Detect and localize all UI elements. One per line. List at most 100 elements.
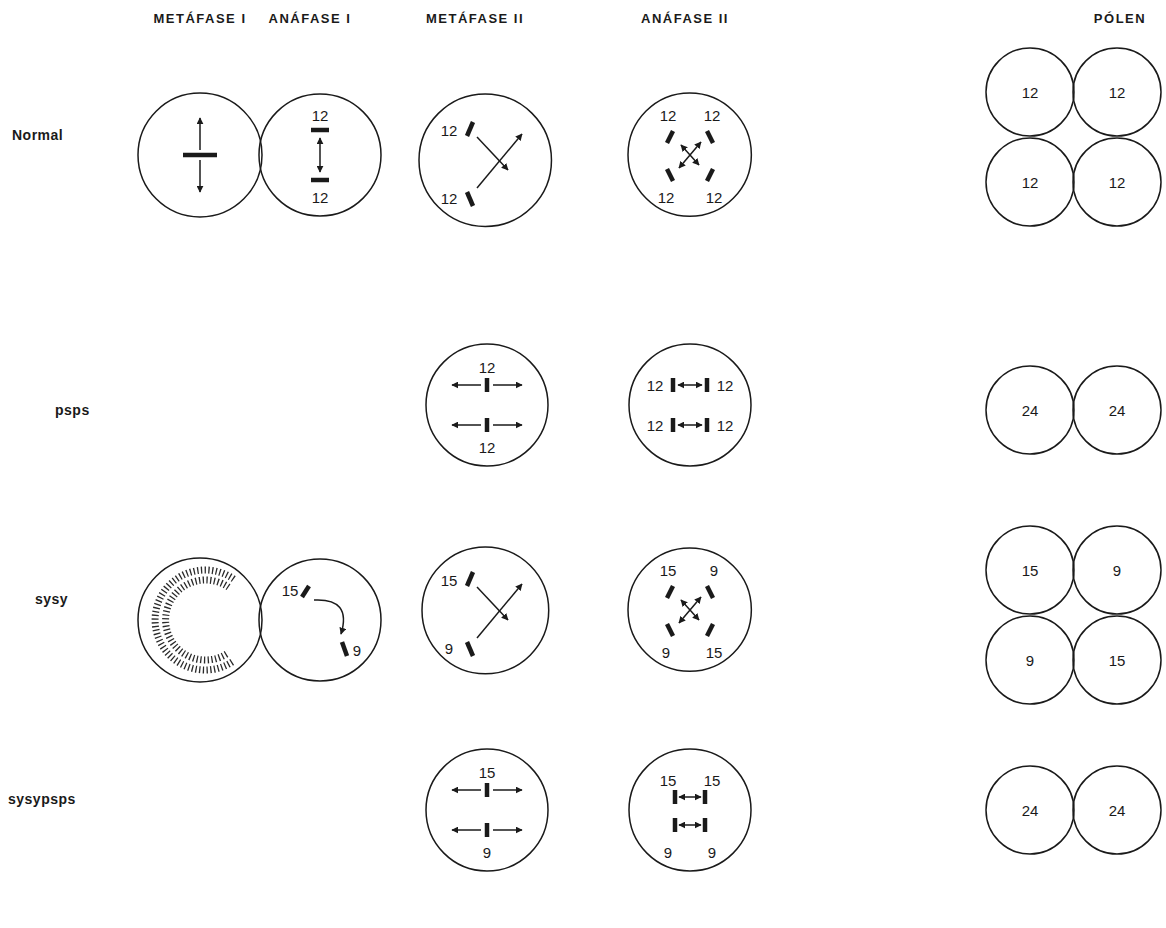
chromosome-count: 9	[444, 640, 454, 655]
spindle-arrow	[681, 600, 699, 620]
chromosome-bar	[667, 624, 673, 636]
pollen-outline	[986, 526, 1074, 614]
chromosome-count: 15	[1021, 563, 1040, 578]
row-label: psps	[55, 403, 90, 417]
cell-outline	[628, 93, 751, 216]
row-label: Normal	[12, 128, 63, 142]
cell-outline	[138, 93, 262, 217]
pollen-grain: 9	[985, 615, 1075, 705]
spindle-arrow	[199, 160, 201, 192]
row-label: sysypsps	[8, 792, 76, 806]
curved-arrow	[314, 600, 343, 634]
spindle-arrow	[681, 145, 699, 165]
phase-header: ANÁFASE I	[269, 12, 352, 25]
chromosome-count: 15	[659, 773, 678, 788]
spindle-arrow	[452, 424, 481, 426]
circle-outline-svg	[421, 546, 550, 675]
spindle-arrow	[493, 384, 522, 386]
chromosome-bar	[707, 624, 713, 636]
phase-header: ANÁFASE II	[641, 12, 729, 25]
spindle-arrow	[679, 142, 701, 168]
chromosome-count: 12	[646, 418, 665, 433]
spindle-arrow	[679, 597, 701, 623]
cell-outline	[426, 344, 548, 466]
chromosome-count: 15	[703, 773, 722, 788]
cell-outline	[629, 749, 751, 871]
chromosome-count: 12	[716, 418, 735, 433]
chromosome-count: 9	[482, 845, 492, 860]
cell-circle: 12 12 12 12	[628, 343, 752, 467]
chromosome-count: 12	[440, 122, 459, 137]
spindle-arrow	[493, 789, 522, 791]
cell-circle: 12121212	[627, 92, 752, 217]
chromosome-bar	[485, 823, 490, 837]
chromosome-bar	[467, 192, 473, 206]
pollen-outline	[986, 366, 1074, 454]
pollen-outline	[1073, 366, 1161, 454]
spindle-arrow	[199, 118, 201, 150]
chromosome-bar	[485, 418, 490, 432]
pollen-outline	[1073, 48, 1161, 136]
chromosome-bar	[705, 418, 710, 432]
chromosome-count: 15	[440, 572, 459, 587]
chromosome-count: 15	[659, 562, 678, 577]
chromosome-count: 12	[311, 190, 330, 205]
spindle-arrow	[477, 587, 508, 620]
chromosome-count: 9	[1112, 563, 1122, 578]
spindle-arrow	[678, 424, 702, 426]
chromosome-count: 24	[1108, 803, 1127, 818]
chromosome-bar	[467, 642, 473, 656]
chromosome-count: 9	[663, 845, 673, 860]
pollen-grain: 15	[1072, 615, 1162, 705]
pollen-outline	[986, 616, 1074, 704]
pollen-grain: 12	[985, 47, 1075, 137]
pollen-outline	[1073, 616, 1161, 704]
cell-outline	[422, 547, 549, 674]
pollen-grain: 15	[985, 525, 1075, 615]
chromosome-count: 12	[716, 378, 735, 393]
cell-circle: 15 9	[421, 546, 550, 675]
chromosome-count: 12	[478, 360, 497, 375]
chromosome-count: 9	[661, 644, 671, 659]
spindle-arrow	[452, 789, 481, 791]
chromosome-count: 12	[478, 440, 497, 455]
chromosome-count: 12	[1108, 85, 1127, 100]
chromosome-bar	[667, 169, 673, 181]
cell-outline	[419, 94, 551, 226]
cell-outline	[628, 548, 751, 671]
pollen-outline	[1073, 526, 1161, 614]
chromosome-bar	[671, 418, 676, 432]
chromosome-count: 9	[709, 562, 719, 577]
chromosome-bar	[667, 131, 673, 143]
pollen-outline	[986, 138, 1074, 226]
chromosome-count: 12	[1108, 175, 1127, 190]
chromosome-count: 24	[1108, 403, 1127, 418]
circle-outline-svg	[627, 92, 752, 217]
cell-circle: 12 12	[425, 343, 549, 467]
pollen-grain: 12	[985, 137, 1075, 227]
chromosome-bar	[673, 790, 678, 804]
chromosome-count: 9	[1025, 653, 1035, 668]
row-label: sysy	[35, 592, 68, 606]
chromosome-count: 24	[1021, 403, 1040, 418]
spindle-arrow	[679, 796, 701, 798]
circle-outline-svg	[418, 93, 552, 227]
chromosome-bar	[485, 783, 490, 797]
unpaired-chromosomes	[155, 570, 234, 670]
chromosome-bar	[311, 128, 329, 133]
pollen-grain: 24	[1072, 765, 1162, 855]
chromosome-count: 12	[703, 107, 722, 122]
circle-outline-svg	[627, 547, 752, 672]
spindle-arrow	[319, 138, 321, 172]
chromosome-count: 12	[646, 378, 665, 393]
circle-outline-svg	[628, 748, 752, 872]
unpaired-chromosomes	[166, 580, 229, 660]
pollen-grain: 24	[985, 365, 1075, 455]
pollen-outline	[986, 48, 1074, 136]
spindle-arrow	[477, 584, 522, 638]
chromosome-bar	[302, 586, 309, 597]
chromosome-count: 9	[352, 643, 362, 658]
chromosome-count: 9	[707, 845, 717, 860]
chromosome-count: 12	[657, 189, 676, 204]
pollen-grain: 24	[985, 765, 1075, 855]
